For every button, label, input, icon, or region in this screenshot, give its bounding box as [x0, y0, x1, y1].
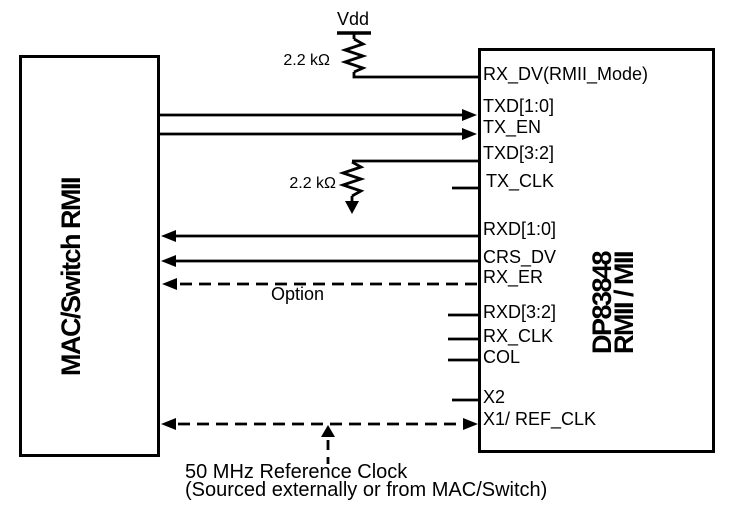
- arrowhead-left: [161, 255, 176, 267]
- wire-rxd10: [161, 230, 479, 242]
- pullup-resistor-value: 2.2 kΩ: [283, 52, 330, 69]
- arrowhead-right: [462, 128, 477, 140]
- pin-label-crs-dv: CRS_DV: [483, 247, 557, 267]
- resistor-zigzag: [338, 160, 366, 198]
- wire-rx-dv: [352, 72, 479, 79]
- mac-switch-title: MAC/Switch RMII: [56, 178, 86, 376]
- ref-clock-source-pointer: [321, 425, 335, 464]
- wire-tx-en: [158, 128, 477, 140]
- option-label: Option: [271, 284, 325, 304]
- ref-clock-note-line1: 50 MHz Reference Clock: [185, 461, 408, 483]
- arrowhead-right: [462, 109, 477, 121]
- pulldown-resistor-value: 2.2 kΩ: [289, 175, 336, 192]
- ref-clock-note: 50 MHz Reference Clock (Sourced external…: [185, 461, 548, 501]
- pin-label-rxd10: RXD[1:0]: [483, 219, 557, 239]
- arrowhead-left: [161, 418, 176, 430]
- wire-txd32-pulldown: [338, 159, 479, 214]
- pin-label-tx-en: TX_EN: [483, 117, 542, 137]
- pin-label-txd10: TXD[1:0]: [483, 96, 555, 116]
- wire-rx-er-option: [162, 278, 479, 290]
- arrowhead-left: [162, 278, 177, 290]
- pin-label-rx-dv: RX_DV(RMII_Mode): [483, 64, 649, 84]
- wire-ref-clk: [161, 418, 478, 430]
- vdd-label: Vdd: [336, 9, 370, 29]
- pin-label-tx-clk: TX_CLK: [486, 171, 555, 191]
- ref-clock-note-line2: (Sourced externally or from MAC/Switch): [185, 479, 548, 501]
- pin-label-rx-clk: RX_CLK: [483, 326, 554, 346]
- mac-switch-block: [19, 55, 160, 457]
- pin-label-rx-er: RX_ER: [483, 267, 544, 287]
- wire-crs-dv: [161, 255, 479, 267]
- arrowhead-left: [161, 230, 176, 242]
- phy-title: DP83848 RMII / MII: [587, 252, 639, 354]
- pin-label-rxd32: RXD[3:2]: [483, 302, 557, 322]
- ground-arrow-down: [345, 201, 359, 214]
- arrowhead-up: [321, 425, 335, 437]
- pin-label-x1-ref-clk: X1/ REF_CLK: [483, 409, 597, 429]
- arrowhead-right: [463, 418, 478, 430]
- phy-title-line2: RMII / MII: [609, 252, 639, 354]
- pin-label-col: COL: [483, 347, 521, 367]
- resistor-zigzag: [340, 37, 368, 74]
- pin-label-x2: X2: [483, 387, 506, 407]
- wire-txd10: [158, 109, 477, 121]
- pin-label-txd32: TXD[3:2]: [483, 143, 555, 163]
- phy-block: [478, 48, 715, 453]
- pullup-resistor: [337, 31, 479, 79]
